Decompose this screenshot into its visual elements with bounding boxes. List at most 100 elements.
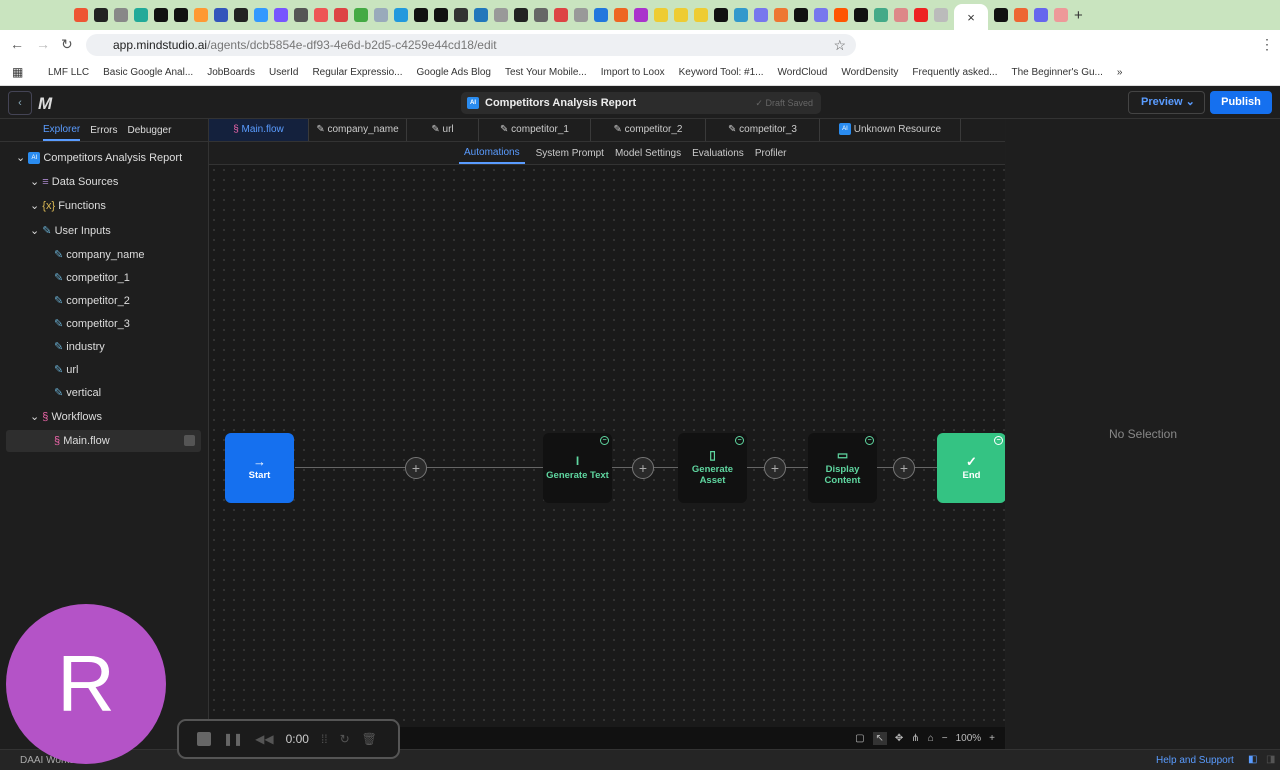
tab-favicon[interactable] [694,8,708,22]
zoom-in-button[interactable]: + [989,732,995,744]
remove-icon[interactable]: − [600,436,609,445]
tab-favicon[interactable] [994,8,1008,22]
tab-favicon[interactable] [934,8,948,22]
flow-options-icon[interactable] [184,435,195,446]
tab-favicon[interactable] [594,8,608,22]
tab-favicon[interactable] [1034,8,1048,22]
bookmark[interactable]: Frequently asked... [912,67,998,78]
home-icon[interactable]: ⌂ [927,732,934,744]
tab-favicon[interactable] [154,8,168,22]
workspace-name[interactable]: DAAI Works [20,755,75,766]
end-node[interactable]: −✓End [937,433,1005,503]
agent-title[interactable]: AI Competitors Analysis Report ✓ Draft S… [461,92,821,114]
tab-favicon[interactable] [434,8,448,22]
tab-favicon[interactable] [94,8,108,22]
tab-favicon[interactable] [674,8,688,22]
bookmark[interactable]: Basic Google Anal... [103,67,194,78]
tab-favicon[interactable] [274,8,288,22]
add-step-button[interactable]: + [893,457,915,479]
preview-button[interactable]: Preview ⌄ [1128,91,1205,114]
tab-favicon[interactable] [194,8,208,22]
tab-favicon[interactable] [1014,8,1028,22]
url-input[interactable]: app.mindstudio.ai/agents/dcb5854e-df93-4… [86,34,856,56]
remove-icon[interactable]: − [865,436,874,445]
restart-icon[interactable]: ↻ [339,732,350,746]
display-content-node[interactable]: −▭Display Content [808,433,877,503]
pause-icon[interactable]: ❚❚ [223,732,244,746]
bookmark[interactable]: Import to Loox [600,67,665,78]
tab-favicon[interactable] [294,8,308,22]
tab-favicon[interactable] [134,8,148,22]
select-tool-icon[interactable]: ↖ [872,731,887,745]
tree-input-item[interactable]: ✎ company_name [0,244,209,266]
tree-input-item[interactable]: ✎ vertical [0,382,209,404]
reload-icon[interactable]: ↻ [61,36,73,52]
tab-favicon[interactable] [414,8,428,22]
panel-left-icon[interactable]: ◧ [1248,754,1258,765]
file-tab-main-flow[interactable]: § Main.flow [209,119,309,141]
rewind-icon[interactable]: ◀◀ [255,732,274,746]
tab-favicon[interactable] [174,8,188,22]
bookmarks-overflow[interactable]: » [1116,67,1123,78]
bookmark[interactable]: UserId [269,67,299,78]
tab-favicon[interactable] [314,8,328,22]
file-tab[interactable]: ✎ competitor_2 [591,119,706,141]
bookmark[interactable]: Google Ads Blog [416,67,492,78]
generate-asset-node[interactable]: −▯Generate Asset [678,433,747,503]
tree-user-inputs[interactable]: ⌄ ✎ User Inputs [30,225,111,237]
new-tab-button[interactable]: + [1074,6,1083,24]
tab-favicon[interactable] [714,8,728,22]
bookmark[interactable]: JobBoards [207,67,255,78]
tab-debugger[interactable]: Debugger [127,124,172,136]
sticky-note-icon[interactable]: ▢ [855,732,865,744]
tab-favicon[interactable] [734,8,748,22]
tab-favicon[interactable] [794,8,808,22]
tab-favicon[interactable] [654,8,668,22]
tree-input-item[interactable]: ✎ competitor_3 [0,313,209,335]
tab-favicon[interactable] [874,8,888,22]
apps-grid-icon[interactable]: ▦ [12,65,24,79]
panel-right-icon[interactable]: ◨ [1266,754,1276,765]
add-step-button[interactable]: + [764,457,786,479]
tab-favicon[interactable] [74,8,88,22]
back-icon[interactable]: ← [10,36,24,52]
tree-input-item[interactable]: ✎ competitor_2 [0,290,209,312]
publish-button[interactable]: Publish [1210,91,1272,114]
tab-favicon[interactable] [334,8,348,22]
tab-profiler[interactable]: Profiler [754,147,787,159]
tree-input-item[interactable]: ✎ url [0,359,209,381]
tab-system-prompt[interactable]: System Prompt [535,147,604,159]
tree-input-item[interactable]: ✎ competitor_1 [0,267,209,289]
add-step-button[interactable]: + [632,457,654,479]
bookmark[interactable]: WordDensity [841,67,899,78]
zoom-out-button[interactable]: − [941,732,948,744]
tab-favicon[interactable] [854,8,868,22]
file-tab[interactable]: AI Unknown Resource [820,119,961,141]
active-tab-close-button[interactable]: × [954,4,988,30]
bookmark[interactable]: Regular Expressio... [312,67,403,78]
bookmark[interactable]: WordCloud [777,67,828,78]
tab-favicon[interactable] [474,8,488,22]
tab-favicon[interactable] [894,8,908,22]
tree-workflows[interactable]: ⌄ § Workflows [30,411,102,423]
tab-favicon[interactable] [1054,8,1068,22]
tab-model-settings[interactable]: Model Settings [614,147,682,159]
tab-automations[interactable]: Automations [459,142,525,164]
tree-input-item[interactable]: ✎ industry [0,336,209,358]
tree-root[interactable]: ⌄ AI Competitors Analysis Report [16,152,183,165]
tab-favicon[interactable] [374,8,388,22]
pan-tool-icon[interactable]: ✥ [894,732,904,744]
tab-evaluations[interactable]: Evaluations [692,147,744,159]
tree-functions[interactable]: ⌄ {x} Functions [30,200,106,212]
tab-favicon[interactable] [354,8,368,22]
bookmark[interactable]: The Beginner's Gu... [1011,67,1103,78]
tab-favicon[interactable] [634,8,648,22]
tree-data-sources[interactable]: ⌄ ≡ Data Sources [30,176,119,188]
tab-favicon[interactable] [774,8,788,22]
help-support-link[interactable]: Help and Support [1156,755,1234,766]
tab-favicon[interactable] [614,8,628,22]
file-tab[interactable]: ✎ competitor_1 [479,119,591,141]
tree-main-flow[interactable]: § Main.flow [6,430,201,452]
